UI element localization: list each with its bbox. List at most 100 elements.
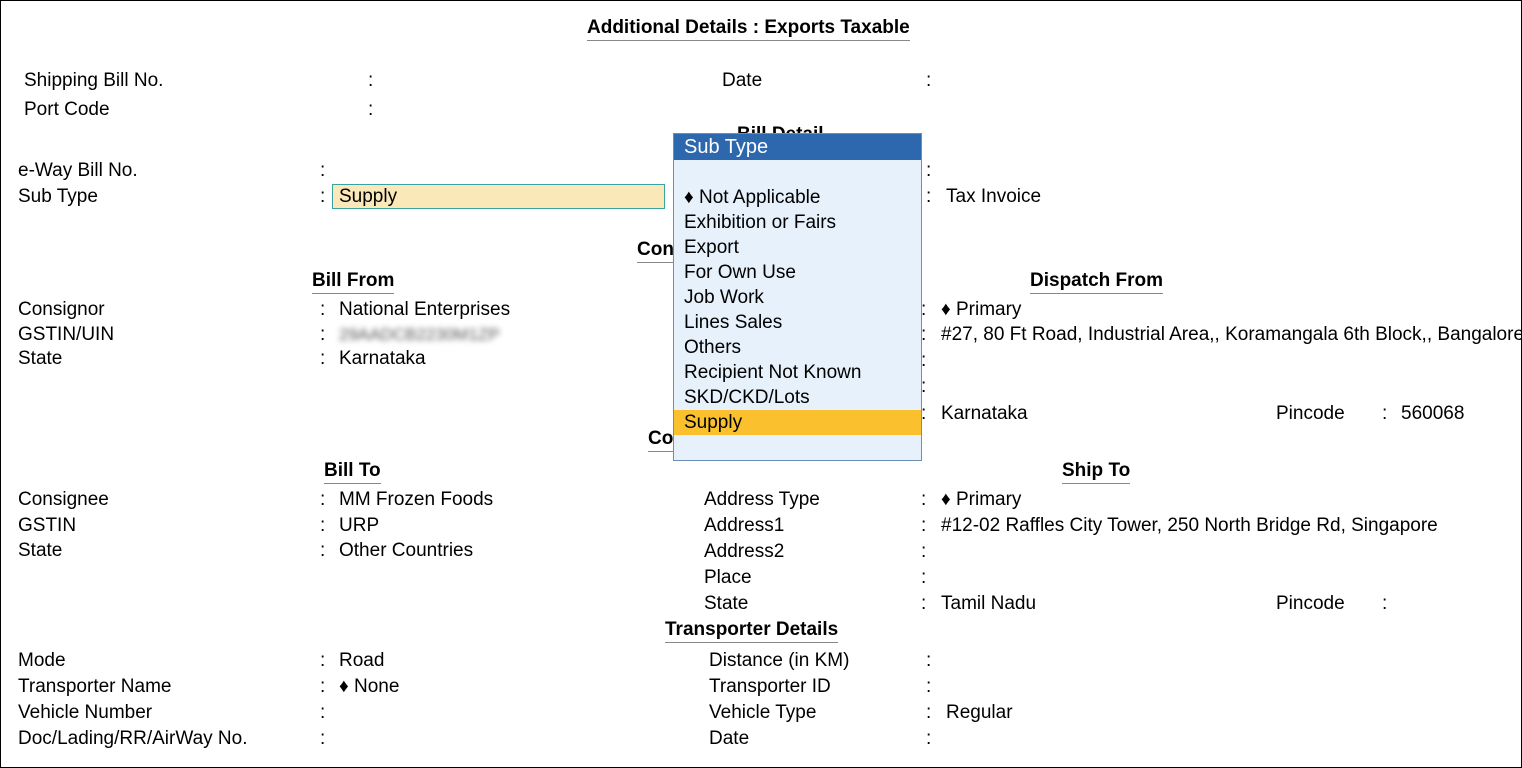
- colon: :: [926, 160, 932, 181]
- colon: :: [921, 489, 927, 510]
- colon: :: [921, 403, 927, 424]
- popup-item-others[interactable]: Others: [684, 337, 742, 358]
- ship-address-type-value[interactable]: ♦ Primary: [941, 489, 1022, 510]
- popup-item-skd-ckd-lots[interactable]: SKD/CKD/Lots: [684, 387, 810, 408]
- consignor-state-label: State: [18, 348, 63, 369]
- ship-address-type-label: Address Type: [704, 489, 820, 510]
- consignee-state-value[interactable]: Other Countries: [339, 540, 474, 561]
- colon: :: [320, 540, 326, 561]
- colon: :: [1382, 593, 1388, 614]
- vehicle-type-value[interactable]: Regular: [946, 702, 1013, 723]
- ship-pincode-label: Pincode: [1276, 593, 1345, 614]
- colon: :: [926, 186, 932, 207]
- vehicle-number-label: Vehicle Number: [18, 702, 153, 723]
- doc-lading-label: Doc/Lading/RR/AirWay No.: [18, 728, 248, 749]
- ship-address1-label: Address1: [704, 515, 785, 536]
- distance-label: Distance (in KM): [709, 650, 850, 671]
- ship-to-heading: Ship To: [1062, 459, 1131, 484]
- vehicle-type-label: Vehicle Type: [709, 702, 817, 723]
- transporter-name-label: Transporter Name: [18, 676, 172, 697]
- doc-lading-field[interactable]: [339, 727, 639, 751]
- consignee-label: Consignee: [18, 489, 109, 510]
- popup-item-exhibition-or-fairs[interactable]: Exhibition or Fairs: [684, 212, 837, 233]
- popup-item-for-own-use[interactable]: For Own Use: [684, 262, 796, 283]
- colon: :: [368, 70, 374, 91]
- transporter-name-value[interactable]: ♦ None: [339, 676, 400, 697]
- vehicle-number-field[interactable]: [339, 701, 639, 725]
- colon: :: [320, 489, 326, 510]
- popup-item-supply[interactable]: Supply: [674, 410, 921, 435]
- colon: :: [921, 376, 927, 397]
- colon: :: [921, 324, 927, 345]
- eway-bill-no-label: e-Way Bill No.: [18, 160, 138, 181]
- colon: :: [921, 593, 927, 614]
- ship-address1-value[interactable]: #12-02 Raffles City Tower, 250 North Bri…: [941, 515, 1438, 536]
- transporter-details-heading: Transporter Details: [665, 618, 839, 643]
- dispatch-pincode-label: Pincode: [1276, 403, 1345, 424]
- port-code-field[interactable]: [382, 98, 662, 122]
- distance-field[interactable]: [946, 649, 1096, 673]
- colon: :: [921, 515, 927, 536]
- ship-state-label: State: [704, 593, 749, 614]
- shipping-date-field[interactable]: [941, 69, 1141, 93]
- shipping-bill-no-label: Shipping Bill No.: [24, 70, 164, 91]
- colon: :: [1382, 403, 1388, 424]
- transport-date-field[interactable]: [946, 727, 1146, 751]
- consignor-gstin-label: GSTIN/UIN: [18, 324, 115, 345]
- colon: :: [926, 676, 932, 697]
- mode-value[interactable]: Road: [339, 650, 385, 671]
- dispatch-state-value[interactable]: Karnataka: [941, 403, 1028, 424]
- consignee-gstin-label: GSTIN: [18, 515, 77, 536]
- colon: :: [320, 650, 326, 671]
- colon: :: [921, 567, 927, 588]
- bill-from-heading: Bill From: [312, 269, 395, 294]
- dispatch-pincode-value[interactable]: 560068: [1401, 403, 1465, 424]
- popup-item-job-work[interactable]: Job Work: [684, 287, 764, 308]
- port-code-label: Port Code: [24, 99, 110, 120]
- consignee-details-heading: Co: [648, 427, 674, 452]
- mode-label: Mode: [18, 650, 66, 671]
- colon: :: [926, 70, 932, 91]
- colon: :: [320, 324, 326, 345]
- shipping-bill-no-field[interactable]: [382, 69, 682, 93]
- colon: :: [926, 728, 932, 749]
- popup-item-recipient-not-known[interactable]: Recipient Not Known: [684, 362, 862, 383]
- transporter-id-field[interactable]: [946, 675, 1196, 699]
- popup-item-export[interactable]: Export: [684, 237, 739, 258]
- page-title: Additional Details : Exports Taxable: [587, 16, 910, 41]
- colon: :: [320, 186, 326, 207]
- colon: :: [921, 541, 927, 562]
- sub-type-label: Sub Type: [18, 186, 98, 207]
- dispatch-address-type-value[interactable]: ♦ Primary: [941, 299, 1022, 320]
- ship-pincode-field[interactable]: [1401, 592, 1501, 616]
- document-type-value[interactable]: Tax Invoice: [946, 186, 1042, 207]
- ship-state-value[interactable]: Tamil Nadu: [941, 593, 1037, 614]
- sub-type-field[interactable]: Supply: [332, 184, 665, 209]
- popup-item-lines-sales[interactable]: Lines Sales: [684, 312, 783, 333]
- dispatch-address1-value[interactable]: #27, 80 Ft Road, Industrial Area,, Koram…: [941, 324, 1522, 345]
- colon: :: [926, 650, 932, 671]
- colon: :: [320, 348, 326, 369]
- consignee-state-label: State: [18, 540, 63, 561]
- colon: :: [320, 702, 326, 723]
- consignee-gstin-value[interactable]: URP: [339, 515, 380, 536]
- consignor-gstin-value[interactable]: 29AADCB2230M1ZP: [339, 325, 500, 344]
- consignor-value[interactable]: National Enterprises: [339, 299, 511, 320]
- colon: :: [926, 702, 932, 723]
- consignee-value[interactable]: MM Frozen Foods: [339, 489, 494, 510]
- colon: :: [320, 676, 326, 697]
- ship-address2-field[interactable]: [941, 540, 1241, 564]
- dispatch-from-heading: Dispatch From: [1030, 269, 1164, 294]
- transport-date-label: Date: [709, 728, 750, 749]
- consignor-state-value[interactable]: Karnataka: [339, 348, 426, 369]
- colon: :: [921, 299, 927, 320]
- popup-item-not-applicable[interactable]: ♦ Not Applicable: [684, 187, 821, 208]
- bill-to-heading: Bill To: [324, 459, 381, 484]
- colon: :: [320, 160, 326, 181]
- eway-bill-no-field[interactable]: [334, 159, 664, 183]
- ship-address2-label: Address2: [704, 541, 785, 562]
- consignor-details-heading: Con: [637, 238, 674, 263]
- colon: :: [921, 350, 927, 371]
- ship-place-field[interactable]: [941, 566, 1241, 590]
